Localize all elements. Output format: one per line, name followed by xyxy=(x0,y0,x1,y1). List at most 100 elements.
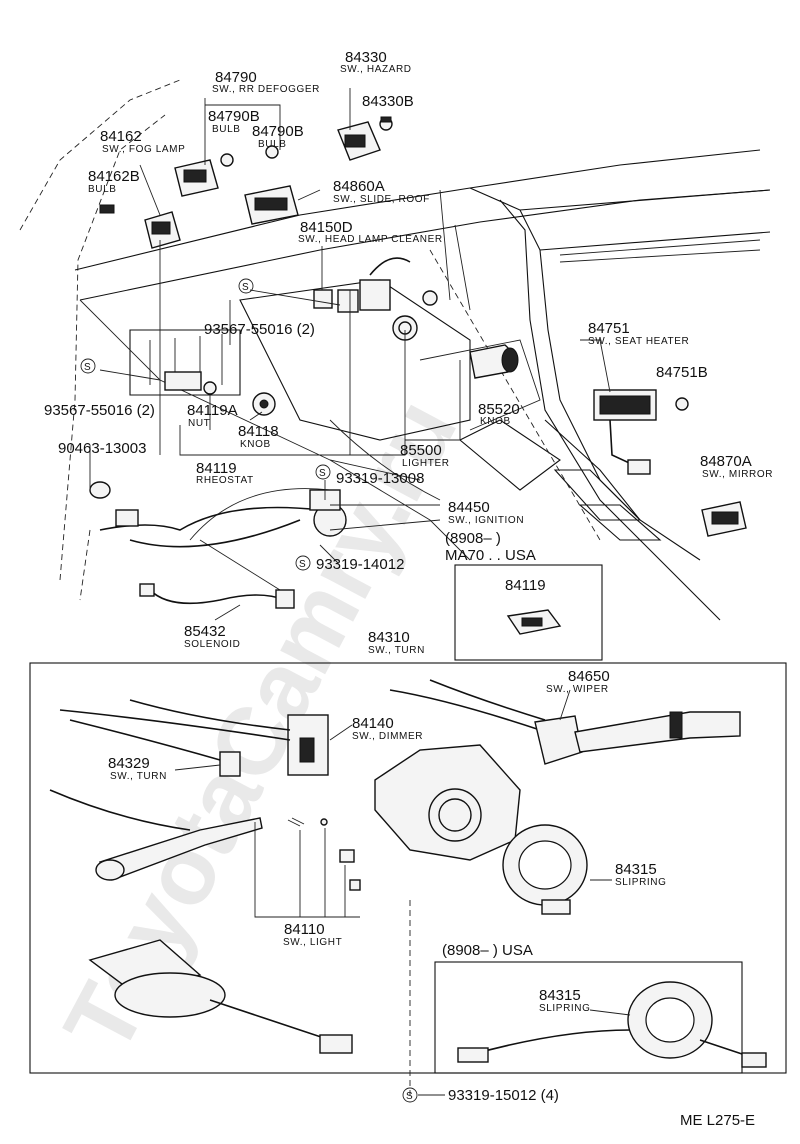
svg-text:S: S xyxy=(242,282,249,293)
part-name: LIGHTER xyxy=(402,458,450,469)
turn-connector xyxy=(69,719,241,777)
part-name: SW., FOG LAMP xyxy=(102,144,185,155)
part-name: SW., WIPER xyxy=(546,684,609,695)
cancel-cam xyxy=(88,939,353,1054)
part-number: 84140 xyxy=(352,715,394,732)
inset-rheostat xyxy=(506,609,562,635)
part-number: 84118 xyxy=(238,423,279,440)
part-number: 84315 xyxy=(539,987,581,1004)
svg-text:S: S xyxy=(406,1091,413,1102)
part-name: SW., IGNITION xyxy=(448,515,524,526)
part-number: 93567-55016 (2) xyxy=(44,402,155,419)
part-number: 93319-13008 xyxy=(336,470,424,487)
part-number: 85432 xyxy=(184,623,226,640)
part-name: SOLENOID xyxy=(184,639,240,650)
inset-top-part: 84119 xyxy=(505,577,546,594)
head-lamp-cleaner-switch xyxy=(313,289,359,313)
part-name: SW., LIGHT xyxy=(283,937,342,948)
part-number: 84450 xyxy=(448,499,490,516)
part-number: 85500 xyxy=(400,442,442,459)
sunroof-switch xyxy=(244,185,299,225)
part-name: SW., MIRROR xyxy=(702,469,773,480)
part-name: SW., HEAD LAMP CLEANER xyxy=(298,234,443,245)
part-number: 84162B xyxy=(88,168,140,185)
part-number: 93319-15012 (4) xyxy=(448,1087,559,1104)
part-name: SW., SEAT HEATER xyxy=(588,336,689,347)
part-number: 90463-13003 xyxy=(58,440,146,457)
lower-box xyxy=(29,662,787,1074)
part-name: BULB xyxy=(258,139,287,150)
part-number: 93319-14012 xyxy=(316,556,404,573)
part-labels: 84330 SW., HAZARD 84330B 84790 SW., RR D… xyxy=(44,49,773,1129)
svg-text:S: S xyxy=(84,362,91,373)
part-name: RHEOSTAT xyxy=(196,475,254,486)
part-number: 84119A xyxy=(187,402,238,419)
part-name: SW., HAZARD xyxy=(340,64,412,75)
part-number: 84110 xyxy=(284,921,325,938)
light-switch-lever xyxy=(49,789,263,881)
ignition-switch xyxy=(99,489,347,548)
defogger-bulb-1 xyxy=(220,153,234,167)
lighter-assembly xyxy=(359,257,438,341)
seat-heater-switch xyxy=(593,389,657,475)
part-number: 85520 xyxy=(478,401,520,418)
part-name: BULB xyxy=(88,184,117,195)
part-number: 84790B xyxy=(252,123,304,140)
part-name: SLIPRING xyxy=(539,1003,590,1014)
svg-text:S: S xyxy=(299,559,306,570)
wiper-switch xyxy=(389,679,741,765)
part-number: 84751 xyxy=(588,320,630,337)
leader-lines xyxy=(89,88,631,1096)
inset-top-date: (8908– ) xyxy=(445,530,501,547)
solenoid xyxy=(139,583,295,609)
inset-box-bottom xyxy=(434,961,743,1074)
part-number: 84790B xyxy=(208,108,260,125)
fog-lamp-switch xyxy=(144,211,181,249)
part-number: 84329 xyxy=(108,755,150,772)
inset-bottom-note: (8908– ) USA xyxy=(442,942,533,959)
fog-lamp-bulb xyxy=(99,204,115,214)
part-name: KNOB xyxy=(240,439,271,450)
part-name: SW., TURN xyxy=(368,645,425,656)
rheostat-body xyxy=(164,371,202,391)
seat-heater-bulb xyxy=(675,397,689,411)
screw-symbols: S S S S S xyxy=(80,278,418,1103)
part-number: 84162 xyxy=(100,128,142,145)
inset-top-model: MA70 . . USA xyxy=(445,547,536,564)
part-name: SW., TURN xyxy=(110,771,167,782)
part-name: KNOB xyxy=(480,416,511,427)
part-name: SLIPRING xyxy=(615,877,666,888)
inset-box-top xyxy=(454,564,603,661)
slipring-lower xyxy=(457,981,767,1068)
slipring-upper xyxy=(502,824,588,915)
part-number: 84860A xyxy=(333,178,385,195)
part-number: 84330 xyxy=(345,49,387,66)
rheostat-knob xyxy=(252,392,276,416)
light-switch-parts xyxy=(287,817,361,891)
combination-switch-body xyxy=(374,744,521,861)
part-number: 93567-55016 (2) xyxy=(204,321,315,338)
part-name: SW., DIMMER xyxy=(352,731,423,742)
part-number: 84310 xyxy=(368,629,410,646)
part-number: 84330B xyxy=(362,93,414,110)
mirror-switch xyxy=(701,501,747,537)
part-name: BULB xyxy=(212,124,241,135)
svg-text:S: S xyxy=(319,468,326,479)
rheostat-nut xyxy=(203,381,217,395)
part-number: 84150D xyxy=(300,219,353,236)
defogger-switch xyxy=(174,159,219,197)
dimmer-switch xyxy=(59,699,329,776)
dashboard-outline xyxy=(19,79,771,621)
part-number: 84751B xyxy=(656,364,708,381)
part-number: 84870A xyxy=(700,453,752,470)
part-number: 84650 xyxy=(568,668,610,685)
hazard-bulb xyxy=(379,116,393,131)
ignition-clamp xyxy=(89,481,111,499)
part-number: 84315 xyxy=(615,861,657,878)
defogger-bulb-2 xyxy=(265,145,279,159)
part-name: SW., SLIDE, ROOF xyxy=(333,194,430,205)
drawing-code: ME L275-E xyxy=(680,1112,755,1129)
lighter-knob xyxy=(469,344,519,379)
hazard-switch xyxy=(337,121,381,161)
